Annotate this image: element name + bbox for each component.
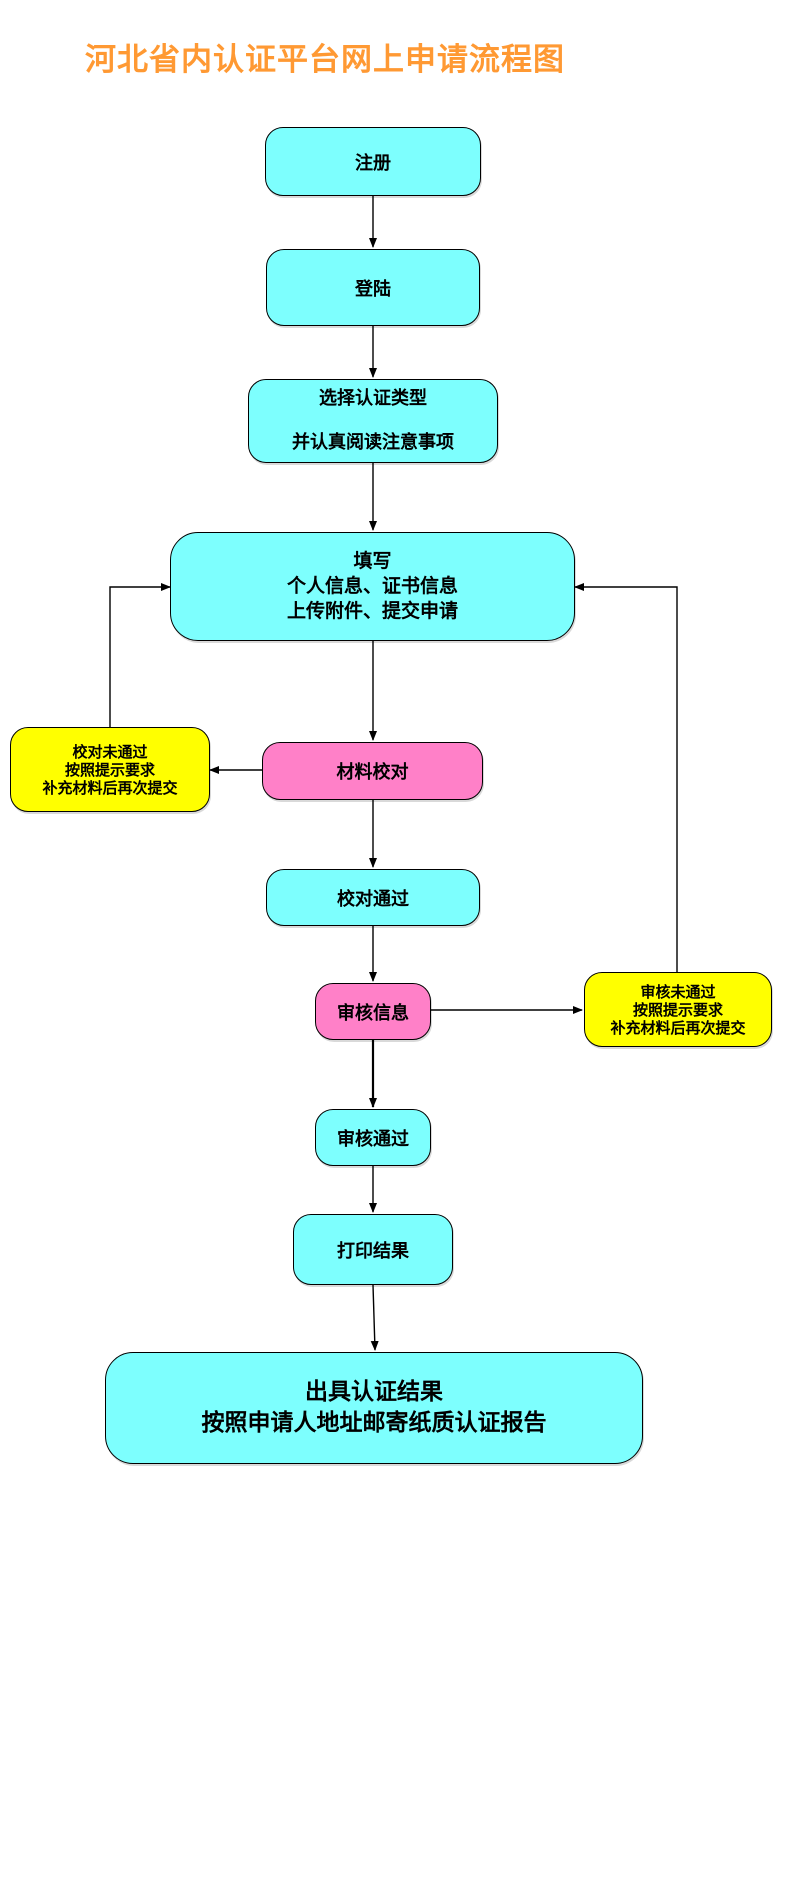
step-verify-materials-label: 材料校对 — [336, 762, 409, 783]
review-failed-line1: 审核未通过 — [640, 982, 716, 1001]
step-print-result-label: 打印结果 — [337, 1240, 409, 1262]
step-select-type: 选择认证类型 并认真阅读注意事项 — [248, 379, 498, 463]
step-verify-passed-label: 校对通过 — [337, 888, 409, 910]
review-failed-note: 审核未通过 按照提示要求 补充材料后再次提交 — [584, 972, 772, 1047]
step-fill-line1: 填写 — [353, 550, 392, 572]
arrow-verify-failed-to-fill — [109, 583, 171, 727]
arrow-review-failed-to-fill — [574, 583, 678, 972]
step-login-label: 登陆 — [355, 278, 391, 300]
page-title: 河北省内认证平台网上申请流程图 — [85, 42, 565, 78]
step-review-info-label: 审核信息 — [337, 1002, 409, 1024]
verify-failed-line2: 按照提示要求 — [64, 760, 155, 779]
step-select-type-line1: 选择认证类型 — [319, 388, 427, 409]
step-login: 登陆 — [266, 249, 480, 326]
step-fill-form: 填写 个人信息、证书信息 上传附件、提交申请 — [170, 532, 575, 641]
step-issue-result: 出具认证结果 按照申请人地址邮寄纸质认证报告 — [105, 1352, 643, 1464]
step-fill-line3: 上传附件、提交申请 — [286, 600, 458, 622]
review-failed-line2: 按照提示要求 — [632, 1000, 723, 1019]
step-register-label: 注册 — [355, 152, 391, 174]
verify-failed-line1: 校对未通过 — [72, 742, 148, 761]
review-failed-line3: 补充材料后再次提交 — [610, 1018, 746, 1037]
step-review-passed: 审核通过 — [315, 1109, 431, 1166]
step-verify-materials: 材料校对 — [262, 742, 483, 800]
step-issue-result-line1: 出具认证结果 — [305, 1379, 443, 1405]
step-select-type-line2: 并认真阅读注意事项 — [292, 432, 454, 453]
step-fill-line2: 个人信息、证书信息 — [286, 575, 458, 597]
step-verify-passed: 校对通过 — [266, 869, 480, 926]
step-print-result: 打印结果 — [293, 1214, 453, 1285]
step-register: 注册 — [265, 127, 481, 196]
verify-failed-line3: 补充材料后再次提交 — [42, 778, 178, 797]
arrow-print-to-issue — [370, 1284, 379, 1351]
step-review-passed-label: 审核通过 — [337, 1128, 409, 1150]
step-issue-result-line2: 按照申请人地址邮寄纸质认证报告 — [201, 1410, 547, 1436]
step-review-info: 审核信息 — [315, 983, 431, 1040]
verify-failed-note: 校对未通过 按照提示要求 补充材料后再次提交 — [10, 727, 210, 812]
